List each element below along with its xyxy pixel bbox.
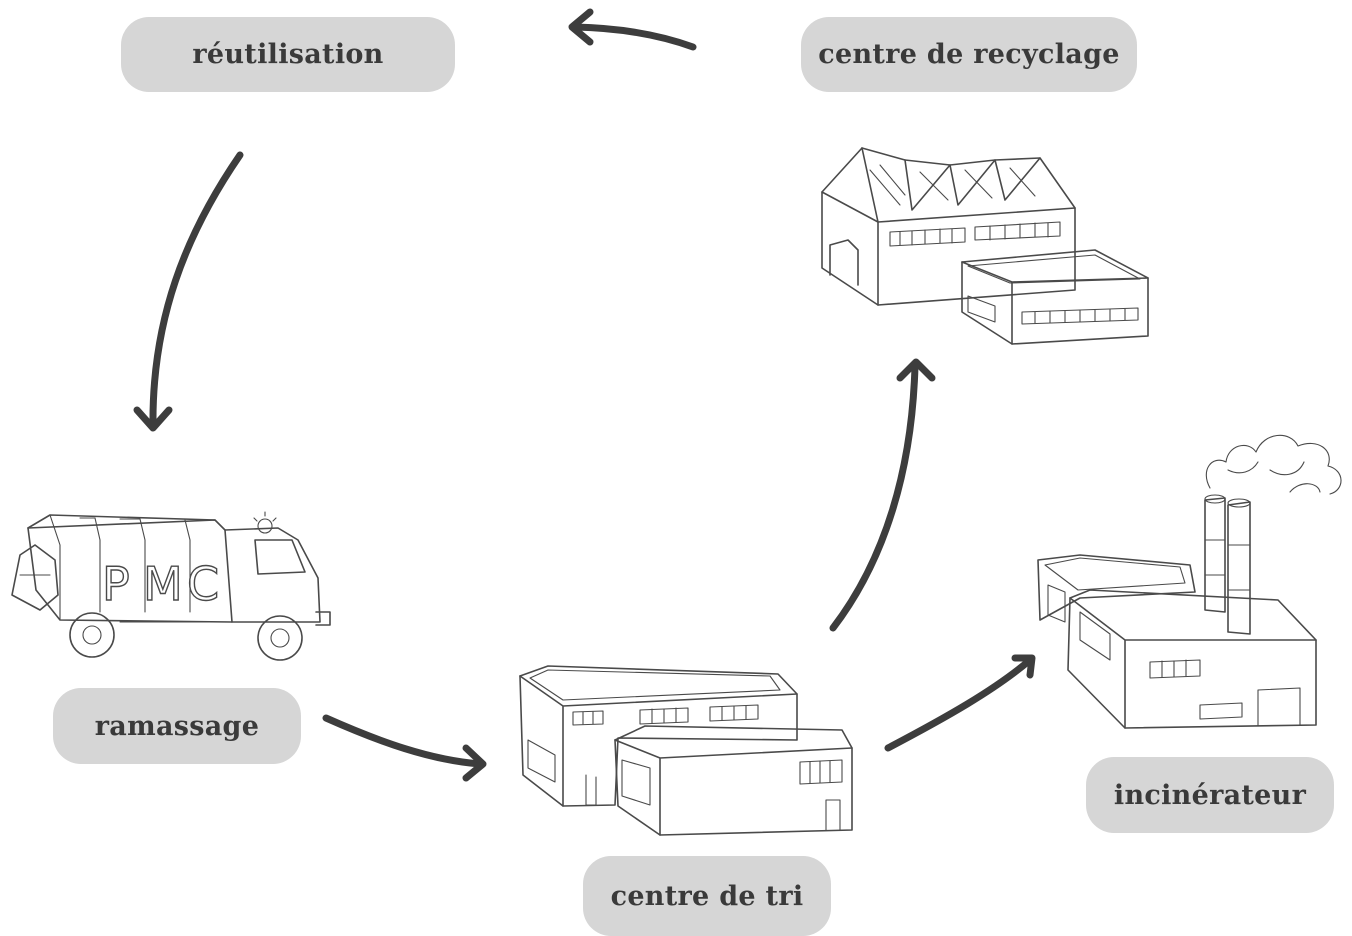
label-incinerator: incinérateur	[1086, 757, 1334, 833]
arrow-sorting-to-recycling	[829, 358, 936, 632]
incinerator-illustration	[1037, 434, 1342, 729]
label-recycling-centre: centre de recyclage	[801, 17, 1137, 92]
truck-letter-m: M	[143, 557, 183, 611]
recycling-centre-illustration	[821, 147, 1149, 345]
truck-letter-p: P	[102, 557, 130, 611]
label-sorting-centre: centre de tri	[583, 856, 831, 936]
arrow-reuse-to-collection	[133, 151, 244, 432]
arrow-collection-to-sorting	[322, 714, 487, 782]
garbage-truck-illustration: P M C	[11, 511, 331, 661]
label-collection: ramassage	[53, 688, 301, 764]
truck-letter-c: C	[187, 557, 219, 611]
arrow-sorting-to-incinerator	[884, 654, 1036, 752]
label-reuse: réutilisation	[121, 17, 455, 92]
sorting-centre-illustration	[519, 665, 853, 836]
arrow-recycling-to-reuse	[568, 8, 697, 51]
